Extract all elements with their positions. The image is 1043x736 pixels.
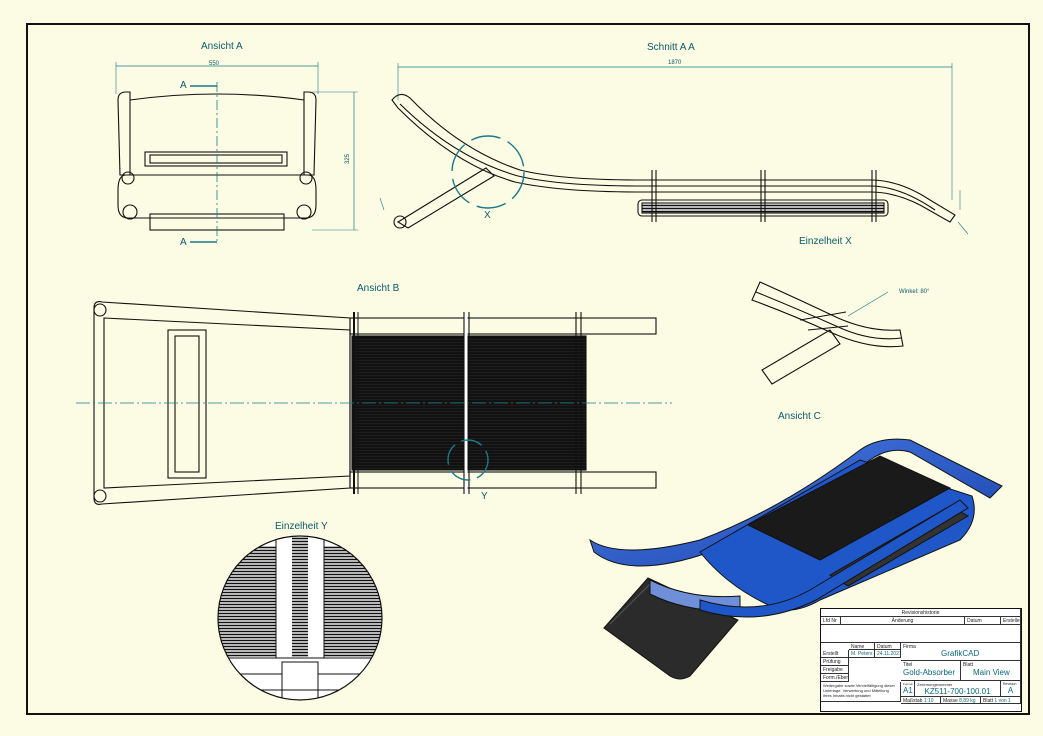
massstab-value: 1:10 (923, 698, 934, 704)
zeichnungsnr-value: KZ511-700-100.01 (924, 687, 991, 696)
titel-label: Titel (903, 662, 913, 668)
format-value: A1 (903, 686, 913, 695)
firma-cell: Firma GrafikCAD (901, 643, 1021, 661)
blatt-label: Blatt (963, 662, 974, 668)
firma-value: GrafikCAD (941, 649, 980, 658)
section-marker-top: A (180, 80, 187, 91)
blatt-cell: Blatt Main View (961, 661, 1021, 681)
blatt-value: Main View (973, 668, 1010, 677)
view-label-ansicht-c: Ansicht C (778, 411, 821, 422)
detail-marker-y: Y (481, 491, 488, 502)
section-marker-bottom: A (180, 237, 187, 248)
zeichnungsnr-cell: Zeichnungsnummer KZ511-700-100.01 (915, 681, 1001, 697)
zeichnungsnr-label: Zeichnungsnummer (917, 682, 953, 687)
view-label-einzelheit-y: Einzelheit Y (275, 521, 328, 532)
view-einzelheit-x (751, 281, 904, 385)
revision-label: Revision (1003, 682, 1017, 686)
view-ansicht-b (76, 301, 672, 505)
view-ansicht-a (115, 62, 358, 244)
titel-cell: Titel Gold-Absorber (901, 661, 961, 681)
row-label-pruefung: Prüfung (821, 658, 849, 666)
revision-cell: Revision A (1001, 681, 1021, 697)
firma-label: Firma (903, 644, 916, 650)
rev-col-4: Ersteller (1001, 617, 1021, 625)
ersteller-date: 24.11.2021 (875, 650, 901, 658)
masse-cell: Masse 8,89 kg (941, 697, 981, 704)
rev-col-2: Änderung (841, 617, 965, 625)
blatt-nr-label: Blatt (983, 698, 994, 704)
view-schnitt-aa (379, 63, 969, 235)
row-label-freigabe: Freigabe (821, 666, 849, 674)
col-head-date: Datum (875, 643, 901, 650)
massstab-label: Maßstab (903, 698, 923, 704)
blatt-nr-cell: Blatt 1 von 1 (981, 697, 1021, 704)
rev-empty (821, 625, 1021, 643)
dimension-length-aa: 1870 (668, 60, 682, 66)
revision-value: A (1007, 686, 1014, 695)
callout-text: Winkel: 80° (899, 289, 930, 295)
masse-value: 8,89 kg (959, 698, 976, 704)
massstab-cell: Maßstab 1:10 (901, 697, 941, 704)
masse-label: Masse (943, 698, 958, 704)
format-cell: Format A1 (901, 681, 915, 697)
view-label-schnitt-aa: Schnitt A A (647, 42, 695, 53)
dimension-width-a: 550 (209, 61, 220, 67)
ersteller-name: M. Peters (849, 650, 875, 658)
row-label-form: Form./Eberh. (821, 674, 849, 682)
title-block: Revisionshistorie Lfd Nr Änderung Datum … (820, 608, 1022, 712)
rev-col-3: Datum (965, 617, 1001, 625)
revision-header: Revisionshistorie (821, 609, 1021, 617)
legal-note: Weitergabe sowie Vervielfältigung dieser… (821, 682, 901, 702)
format-label: Format (903, 682, 913, 686)
view-label-einzelheit-x: Einzelheit X (799, 236, 852, 247)
rev-col-1: Lfd Nr (821, 617, 841, 625)
titel-value: Gold-Absorber (903, 668, 956, 677)
view-label-ansicht-b: Ansicht B (357, 283, 400, 294)
blatt-nr-value: 1 von 1 (994, 698, 1011, 704)
view-label-ansicht-a: Ansicht A (201, 41, 243, 52)
detail-marker-x: X (484, 210, 491, 221)
col-head-name: Name (849, 643, 875, 650)
drawing-border (26, 23, 1030, 715)
view-ansicht-c (589, 438, 1003, 680)
view-einzelheit-y (217, 535, 383, 701)
row-label-erstellt: Erstellt (821, 650, 849, 658)
